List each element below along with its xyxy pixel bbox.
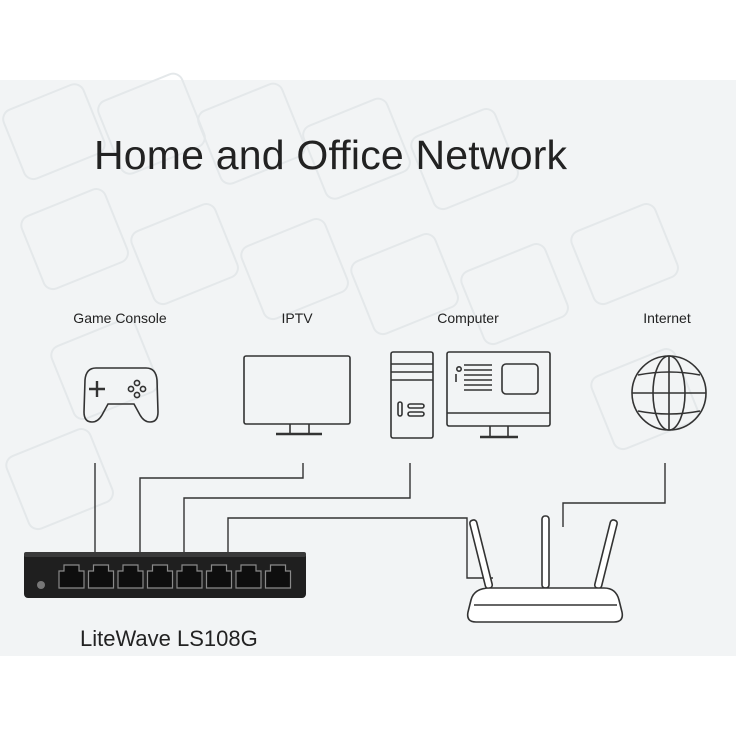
globe-icon <box>631 355 707 431</box>
connection-lines <box>94 463 666 579</box>
label-internet: Internet <box>643 310 691 326</box>
ethernet-port-8 <box>264 564 292 589</box>
label-iptv: IPTV <box>281 310 313 326</box>
desktop-computer-icon <box>390 351 551 439</box>
line-iptv <box>139 463 304 552</box>
ethernet-port-2 <box>87 564 115 589</box>
ethernet-port-4 <box>146 564 174 589</box>
label-game-console: Game Console <box>73 310 167 326</box>
label-computer: Computer <box>437 310 499 326</box>
network-switch-icon <box>24 552 306 598</box>
switch-ports <box>58 564 292 589</box>
wifi-router-icon <box>466 515 624 623</box>
line-internet <box>562 463 666 527</box>
gamepad-icon <box>83 367 159 423</box>
ethernet-port-1 <box>58 564 85 589</box>
tv-monitor-icon <box>243 355 351 436</box>
ethernet-port-6 <box>205 564 233 589</box>
line-computer <box>183 463 411 552</box>
page-title: Home and Office Network <box>94 132 568 178</box>
line-switch-router <box>227 517 493 579</box>
ethernet-port-7 <box>235 564 262 589</box>
ethernet-port-5 <box>176 564 203 589</box>
background-pattern <box>2 72 699 531</box>
ethernet-port-3 <box>117 564 144 589</box>
switch-model-label: LiteWave LS108G <box>80 626 258 651</box>
